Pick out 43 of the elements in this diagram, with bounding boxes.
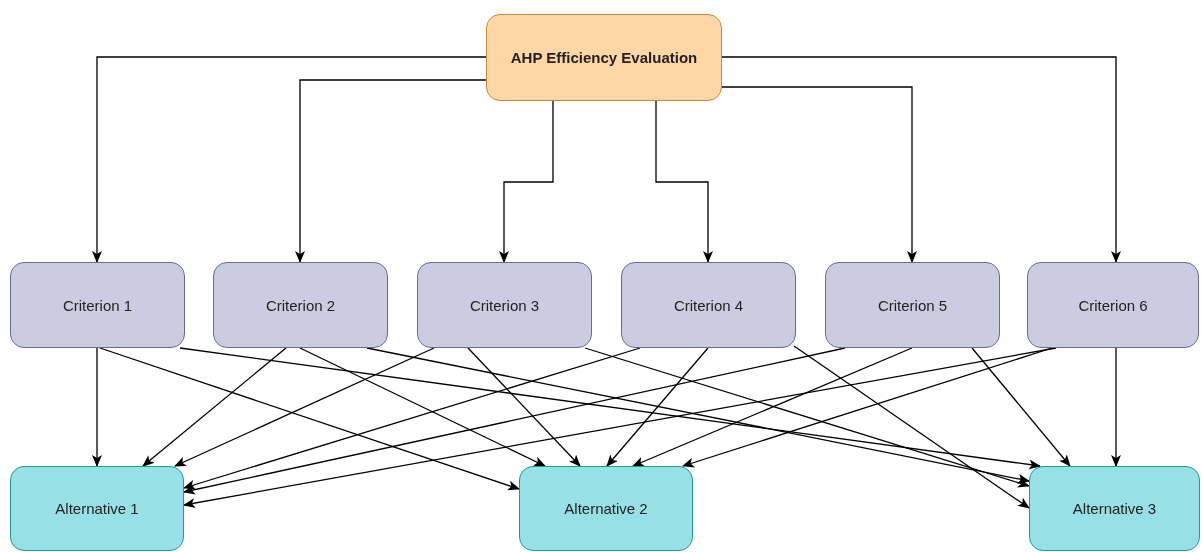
arrow [632, 347, 913, 467]
arrow [179, 347, 1041, 470]
criterion-box [1027, 262, 1199, 348]
node-label: Criterion 3 [469, 296, 540, 314]
arrow [183, 347, 1057, 508]
arrow [655, 100, 713, 263]
arrow [142, 347, 287, 467]
alternative-box [519, 466, 693, 551]
arrow [971, 347, 1071, 467]
arrow [1111, 347, 1121, 467]
criterion-box [825, 262, 1000, 348]
arrow [606, 347, 709, 467]
node-label: Criterion 4 [673, 296, 744, 314]
criterion-box [621, 262, 796, 348]
node-label: Criterion 1 [62, 296, 133, 314]
arrow [467, 347, 581, 467]
node-label: Alternative 2 [564, 500, 648, 517]
node-label: Alternative 1 [55, 500, 139, 517]
arrow [499, 100, 554, 263]
criterion-box [213, 262, 388, 348]
alternative-box [1029, 466, 1200, 551]
alternative-box [10, 466, 184, 551]
node-label: Criterion 6 [1078, 296, 1148, 314]
goal-label: AHP Efficiency Evaluation [510, 49, 698, 66]
arrow [682, 347, 1053, 468]
criterion-box [10, 262, 185, 348]
node-label: Criterion 5 [877, 296, 948, 314]
criterion-box [417, 262, 592, 348]
arrow [721, 86, 917, 263]
arrow [183, 347, 641, 490]
arrow [366, 347, 1030, 484]
node-label: Criterion 2 [265, 296, 336, 314]
arrow [299, 347, 546, 467]
arrow [183, 347, 846, 495]
arrow [99, 347, 520, 491]
arrow [92, 347, 102, 467]
arrow [92, 56, 487, 263]
node-label: Alternative 3 [1072, 500, 1157, 517]
goal-box [486, 14, 722, 101]
arrow [793, 345, 1030, 509]
arrow [174, 347, 435, 467]
arrow [295, 79, 487, 263]
arrow [721, 56, 1121, 263]
